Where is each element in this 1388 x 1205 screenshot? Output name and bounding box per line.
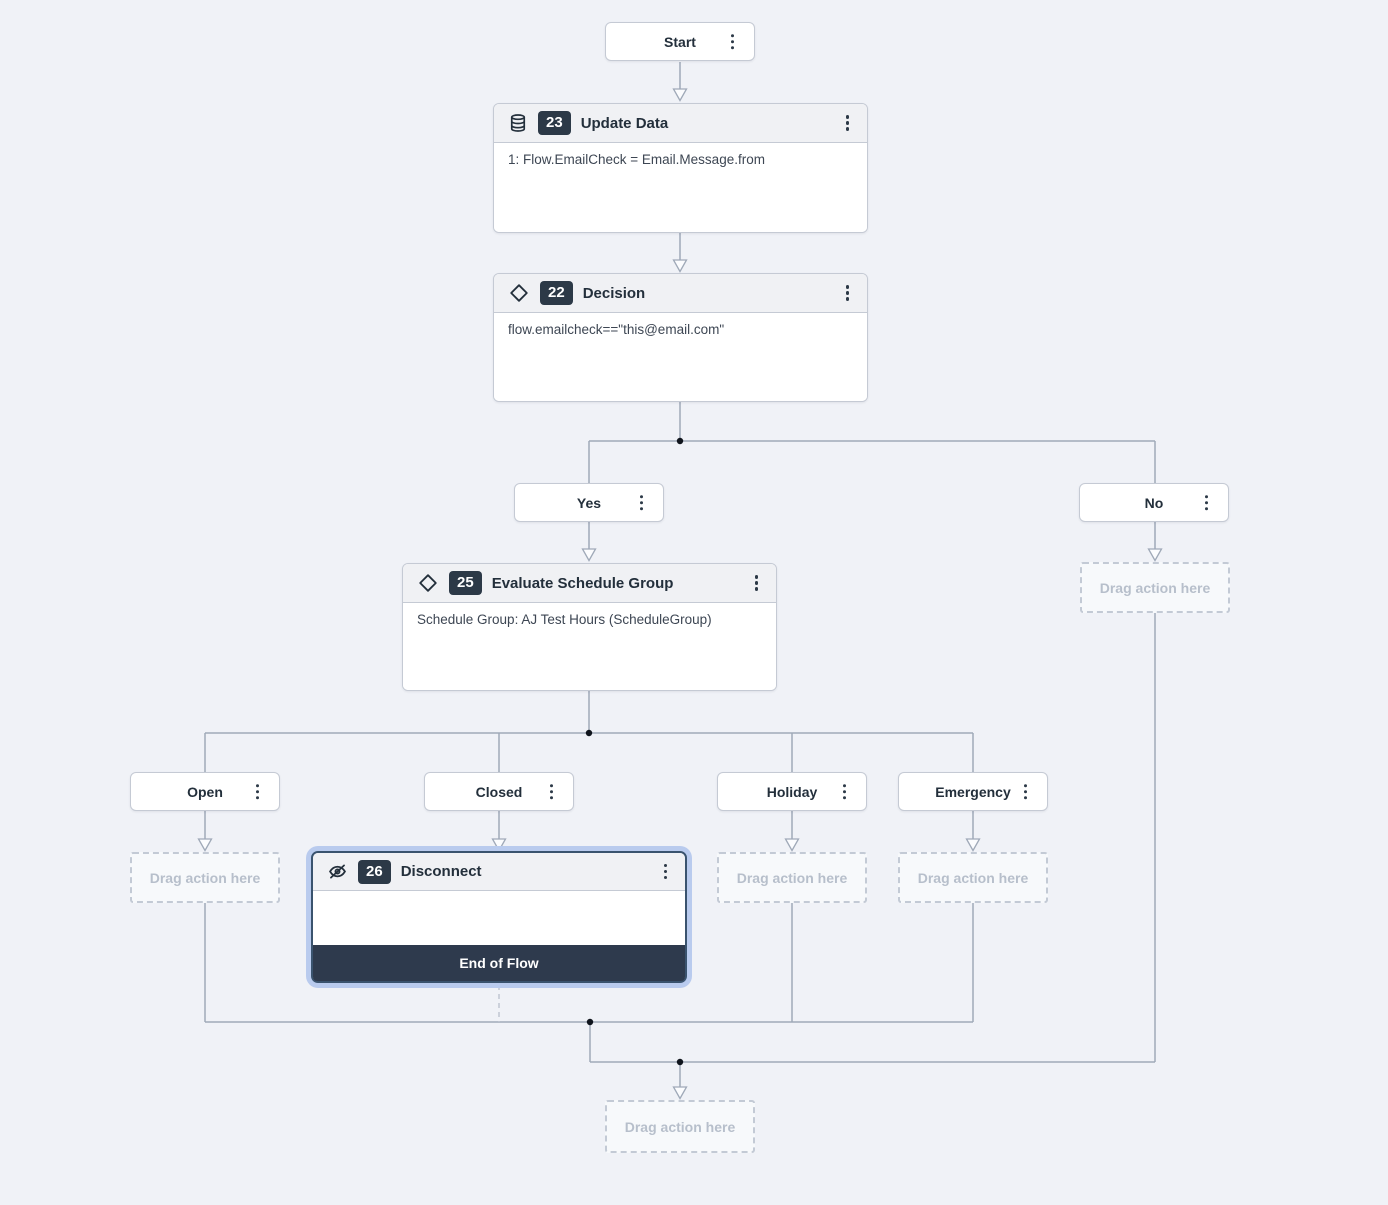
kebab-menu-icon[interactable] — [842, 111, 854, 135]
branch-yes-label: Yes — [576, 494, 602, 511]
node-number-badge: 26 — [358, 859, 391, 884]
branch-closed[interactable]: Closed — [424, 772, 574, 811]
drop-target-emergency[interactable]: Drag action here — [898, 852, 1048, 903]
kebab-menu-icon[interactable] — [842, 281, 854, 305]
node-title: Update Data — [580, 114, 669, 132]
kebab-menu-icon[interactable] — [727, 30, 739, 54]
branch-yes[interactable]: Yes — [514, 483, 664, 522]
kebab-menu-icon[interactable] — [636, 491, 648, 515]
update-data-body: 1: Flow.EmailCheck = Email.Message.from — [494, 143, 867, 232]
branch-open-label: Open — [187, 783, 223, 800]
drop-target-label: Drag action here — [736, 869, 848, 886]
evaluate-schedule-group-header: 25 Evaluate Schedule Group — [403, 564, 776, 603]
database-icon — [508, 113, 528, 133]
kebab-menu-icon[interactable] — [1201, 491, 1213, 515]
update-data-node[interactable]: 23 Update Data 1: Flow.EmailCheck = Emai… — [493, 103, 868, 233]
node-title: Evaluate Schedule Group — [491, 574, 674, 592]
update-data-header: 23 Update Data — [494, 104, 867, 143]
drop-target-label: Drag action here — [917, 869, 1029, 886]
eye-off-icon — [327, 861, 348, 882]
start-node-label: Start — [664, 33, 696, 50]
drop-target-open[interactable]: Drag action here — [130, 852, 280, 903]
kebab-menu-icon[interactable] — [1020, 780, 1032, 804]
kebab-menu-icon[interactable] — [546, 780, 558, 804]
evaluate-schedule-group-node[interactable]: 25 Evaluate Schedule Group Schedule Grou… — [402, 563, 777, 691]
evaluate-schedule-group-body: Schedule Group: AJ Test Hours (ScheduleG… — [403, 603, 776, 690]
branch-holiday-label: Holiday — [766, 783, 818, 800]
branch-closed-label: Closed — [475, 783, 523, 800]
node-number-badge: 22 — [540, 281, 573, 305]
branch-open[interactable]: Open — [130, 772, 280, 811]
decision-header: 22 Decision — [494, 274, 867, 313]
node-number-badge: 23 — [538, 111, 571, 135]
kebab-menu-icon[interactable] — [660, 860, 672, 884]
kebab-menu-icon[interactable] — [839, 780, 851, 804]
disconnect-node[interactable]: 26 Disconnect End of Flow — [311, 851, 687, 983]
decision-body: flow.emailcheck=="this@email.com" — [494, 313, 867, 401]
end-of-flow-bar: End of Flow — [313, 945, 685, 981]
branch-no-label: No — [1144, 494, 1164, 511]
drop-target-no[interactable]: Drag action here — [1080, 562, 1230, 613]
node-number-badge: 25 — [449, 571, 482, 595]
disconnect-body — [313, 891, 685, 945]
node-title: Disconnect — [400, 863, 482, 880]
kebab-menu-icon[interactable] — [751, 571, 763, 595]
drop-target-label: Drag action here — [149, 869, 261, 886]
drop-target-bottom[interactable]: Drag action here — [605, 1100, 755, 1153]
disconnect-header: 26 Disconnect — [313, 853, 685, 891]
kebab-menu-icon[interactable] — [252, 780, 264, 804]
diamond-icon — [417, 572, 439, 594]
drop-target-label: Drag action here — [624, 1118, 736, 1135]
branch-holiday[interactable]: Holiday — [717, 772, 867, 811]
decision-node[interactable]: 22 Decision flow.emailcheck=="this@email… — [493, 273, 868, 402]
node-title: Decision — [582, 284, 646, 302]
branch-emergency[interactable]: Emergency — [898, 772, 1048, 811]
drop-target-holiday[interactable]: Drag action here — [717, 852, 867, 903]
start-node[interactable]: Start — [605, 22, 755, 61]
diamond-icon — [508, 282, 530, 304]
drop-target-label: Drag action here — [1099, 579, 1211, 596]
branch-no[interactable]: No — [1079, 483, 1229, 522]
branch-emergency-label: Emergency — [935, 783, 1011, 800]
